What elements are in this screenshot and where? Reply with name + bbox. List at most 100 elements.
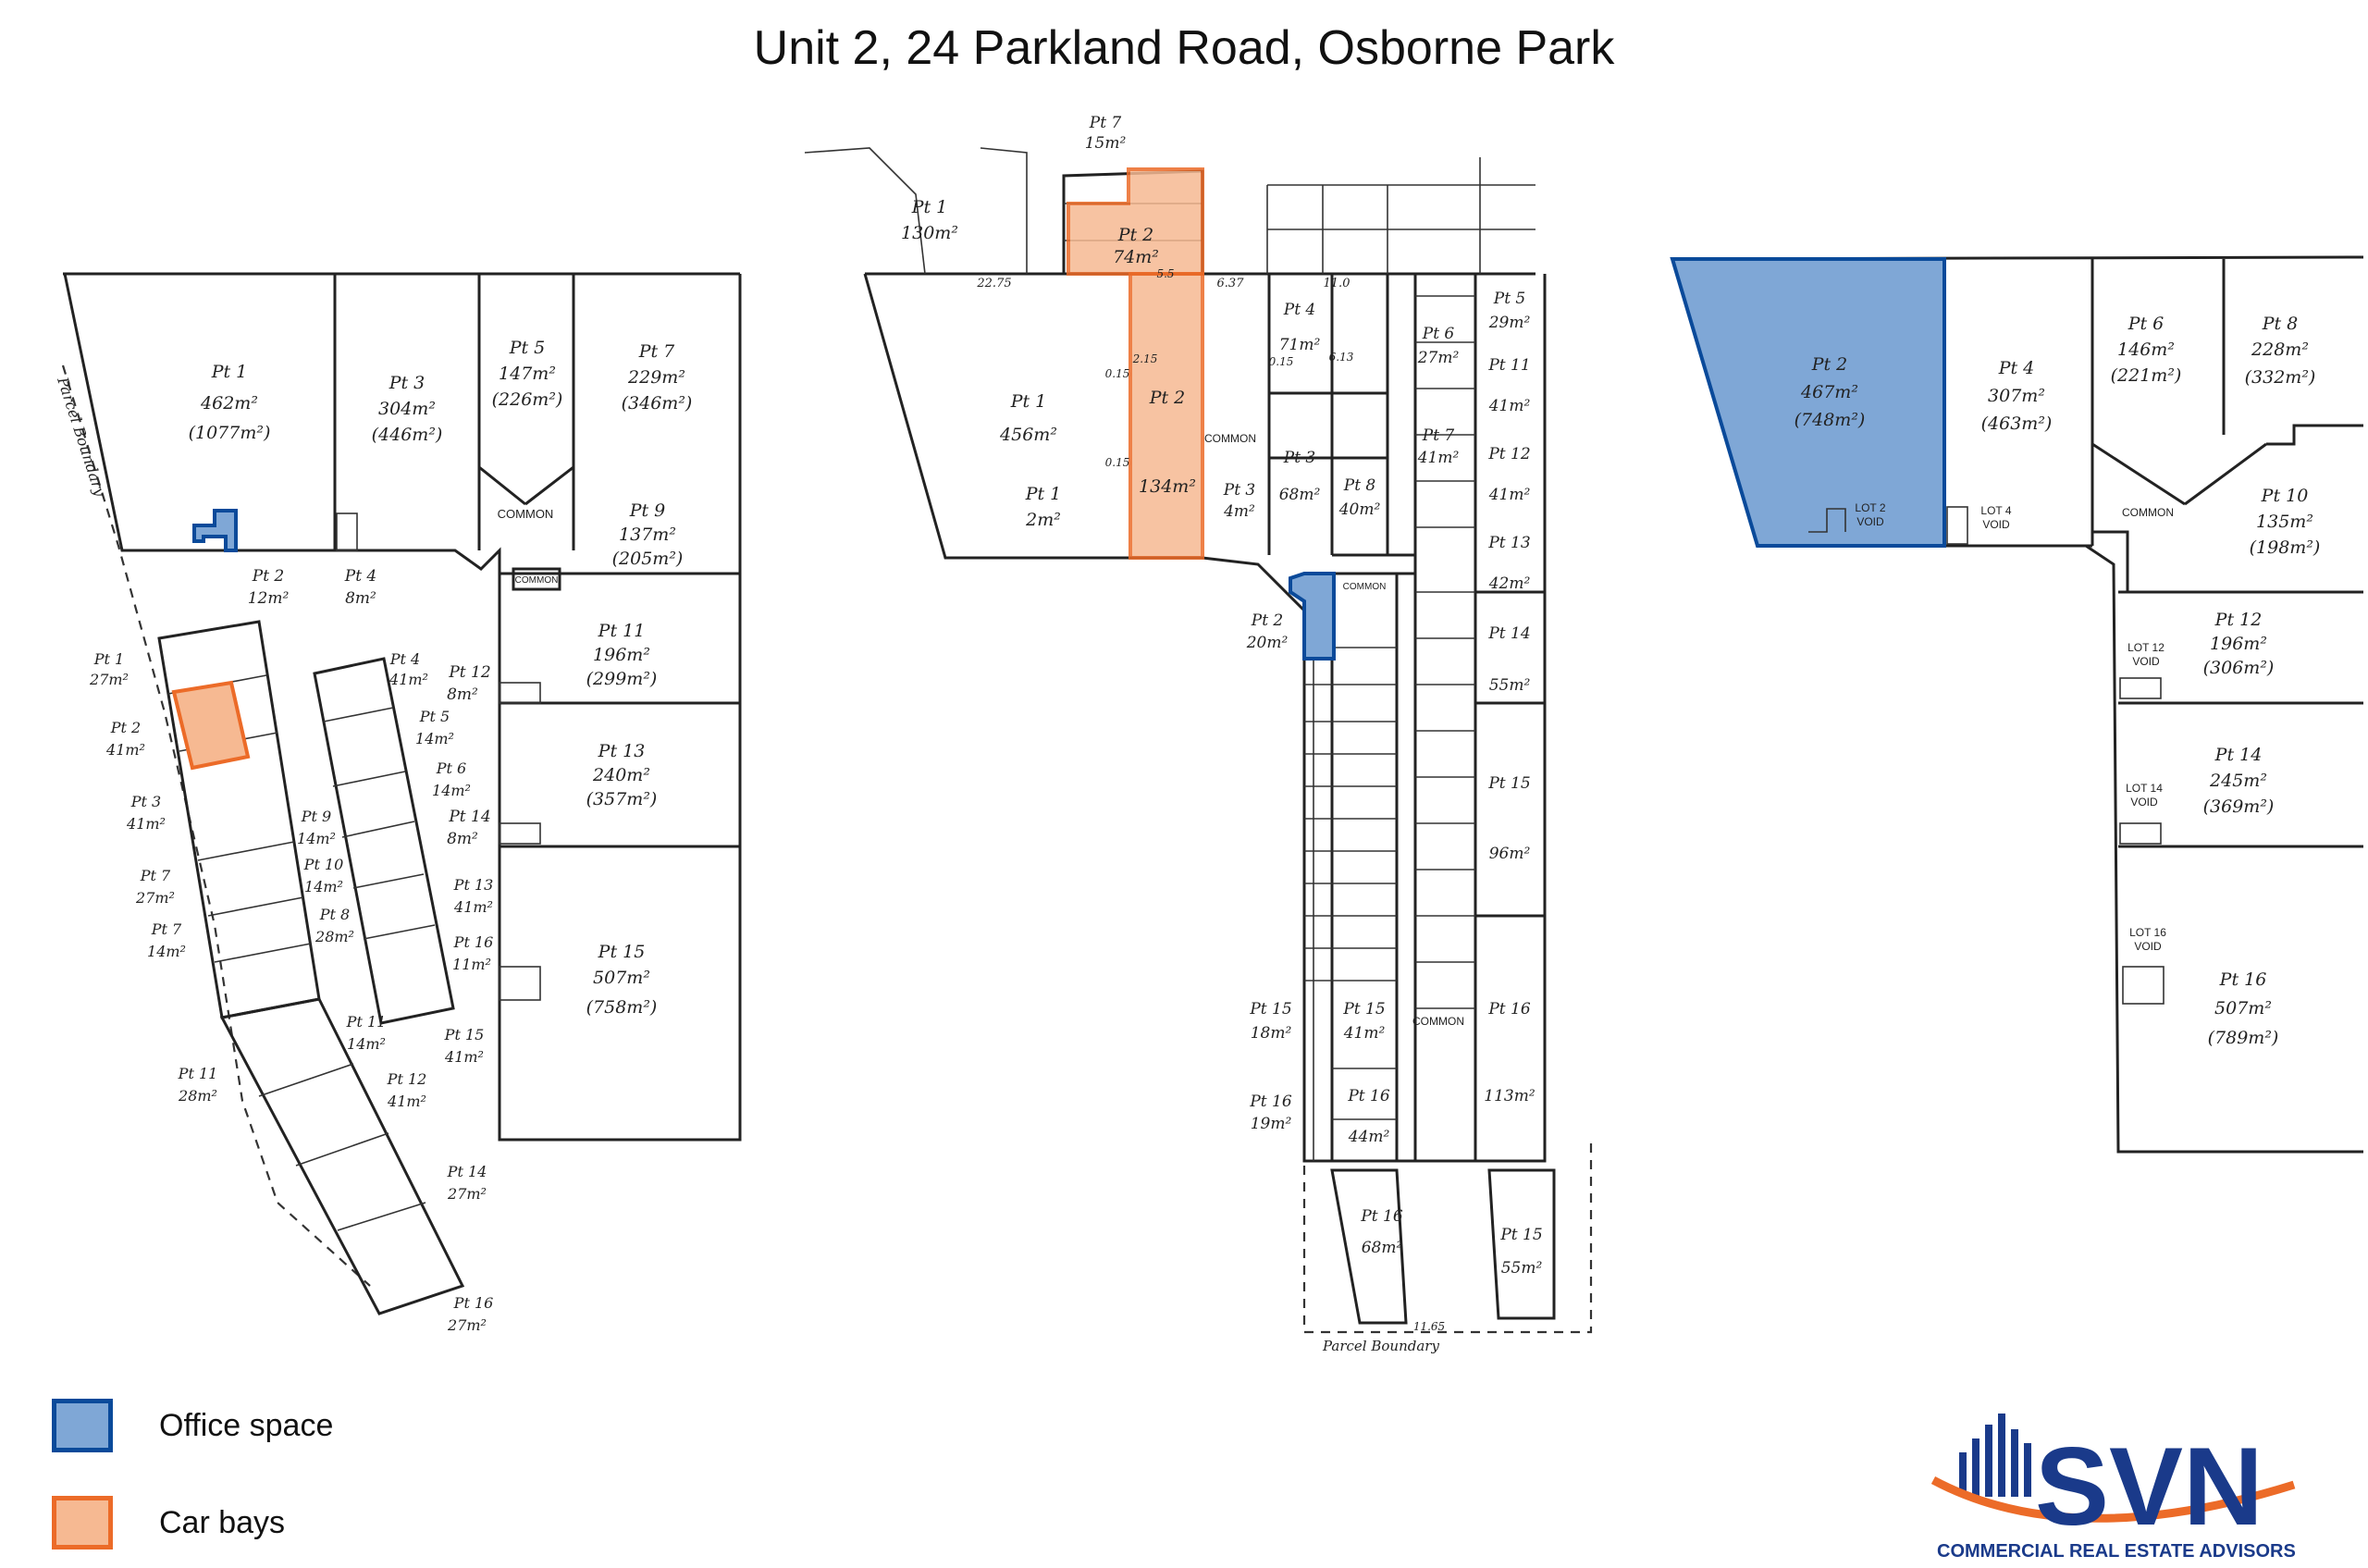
svg-text:2m²: 2m² [1025,510,1061,530]
svg-text:Pt 15: Pt 15 [598,942,646,962]
svg-text:0.15: 0.15 [1105,456,1130,469]
svg-text:LOT 2: LOT 2 [1855,501,1885,514]
svg-text:41m²: 41m² [453,898,493,916]
svg-text:44m²: 44m² [1348,1128,1390,1146]
svg-text:6.37: 6.37 [1217,277,1245,290]
svg-text:27m²: 27m² [447,1185,487,1203]
middle-plan: Parcel Boundary Pt 1 456m² Pt 1 2m² Pt 2… [804,114,1593,1354]
svg-text:(463m²): (463m²) [1981,414,2053,434]
svg-text:20m²: 20m² [1246,634,1289,652]
svg-text:27m²: 27m² [447,1316,487,1334]
svg-text:28m²: 28m² [178,1087,217,1105]
office-space-left [192,509,238,552]
legend-office-swatch [52,1399,113,1452]
svg-text:14m²: 14m² [432,782,471,799]
svg-text:245m²: 245m² [2209,771,2267,791]
svg-text:LOT 14: LOT 14 [2126,782,2163,795]
left-lot-labels: Pt 1 462m² (1077m²) Pt 3 304m² (446m²) P… [189,338,693,1018]
svg-text:Pt 15: Pt 15 [1499,1226,1542,1244]
svg-text:Pt 14: Pt 14 [447,1163,487,1180]
svg-text:Pt 1: Pt 1 [211,362,248,382]
svg-text:41m²: 41m² [126,815,166,833]
svg-text:Pt 14: Pt 14 [1487,624,1530,643]
svg-text:Pt 10: Pt 10 [2261,486,2309,506]
svg-text:LOT 4: LOT 4 [1980,504,2011,517]
svg-text:COMMON: COMMON [515,575,559,586]
svg-text:Pt 6: Pt 6 [436,759,466,777]
svg-text:196m²: 196m² [593,645,650,665]
svg-text:27m²: 27m² [1417,349,1460,367]
svg-text:135m²: 135m² [2256,512,2313,532]
svg-text:(221m²): (221m²) [2111,365,2182,386]
svg-text:Pt 13: Pt 13 [598,741,646,761]
svg-text:COMMERCIAL REAL ESTATE ADVISOR: COMMERCIAL REAL ESTATE ADVISORS [1937,1541,2296,1562]
svg-text:Pt 15: Pt 15 [1249,1000,1291,1019]
svg-text:Pt 2: Pt 2 [110,719,141,736]
svg-text:Pt 1: Pt 1 [1025,484,1062,504]
svg-text:Pt 7: Pt 7 [151,920,182,938]
svg-text:Pt 7: Pt 7 [1422,426,1455,445]
svg-text:(205m²): (205m²) [612,549,684,569]
svg-text:Pt 3: Pt 3 [388,373,426,393]
svg-text:LOT 16: LOT 16 [2129,926,2166,939]
svg-text:14m²: 14m² [297,830,336,847]
svg-text:(346m²): (346m²) [622,393,693,414]
svg-text:41m²: 41m² [105,741,145,759]
svg-text:307m²: 307m² [1988,386,2045,406]
svg-text:0.15: 0.15 [1105,367,1130,380]
svg-text:462m²: 462m² [200,393,258,414]
svg-text:Pt 3: Pt 3 [130,793,161,810]
svg-text:8m²: 8m² [447,685,478,704]
left-plan: Parcel Boundary Pt 1 462m² (1077m²) Pt 3… [54,272,742,1334]
svg-text:196m²: 196m² [2210,634,2267,654]
svg-text:Pt 12: Pt 12 [448,663,490,682]
svg-text:Pt 11: Pt 11 [598,621,646,641]
svg-text:41m²: 41m² [1488,486,1531,504]
svg-text:41m²: 41m² [1417,449,1460,467]
svg-text:Pt 7: Pt 7 [140,867,171,884]
svg-text:5.5: 5.5 [1156,267,1174,280]
svg-text:27m²: 27m² [135,889,175,907]
svg-text:(758m²): (758m²) [586,997,658,1018]
middle-lot-labels: Pt 1 456m² Pt 1 2m² Pt 2 134m² Pt 2 74m²… [901,114,1543,1278]
svg-text:(306m²): (306m²) [2203,658,2275,678]
svg-text:41m²: 41m² [1488,397,1531,415]
svg-text:Pt 14: Pt 14 [2214,745,2263,765]
svg-text:Pt 1: Pt 1 [911,197,948,217]
svg-text:Pt 1: Pt 1 [1010,391,1047,412]
svg-text:Pt 15: Pt 15 [1487,774,1530,793]
svg-text:28m²: 28m² [314,928,354,945]
svg-text:Pt 5: Pt 5 [419,708,450,725]
middle-dimensions: 22.75 6.37 11.0 0.15 0.15 0.15 2.15 6.13… [976,267,1445,1333]
svg-text:Pt 16: Pt 16 [453,933,494,951]
left-car-lot-labels: Pt 1 27m² Pt 2 41m² Pt 3 41m² Pt 4 41m² … [89,650,493,1334]
svg-text:55m²: 55m² [1501,1259,1543,1278]
svg-text:130m²: 130m² [901,223,958,243]
svg-text:71m²: 71m² [1279,336,1321,354]
svg-text:VOID: VOID [1982,518,2010,531]
svg-text:Pt 3: Pt 3 [1283,449,1316,467]
svg-text:42m²: 42m² [1488,574,1531,593]
svg-text:Pt 9: Pt 9 [629,500,666,521]
svg-text:(748m²): (748m²) [1794,410,1866,430]
svg-text:LOT 12: LOT 12 [2128,641,2164,654]
svg-text:(446m²): (446m²) [372,425,443,445]
svg-text:41m²: 41m² [444,1048,484,1066]
svg-text:Pt 6: Pt 6 [1422,325,1455,343]
svg-text:22.75: 22.75 [976,277,1011,290]
svg-text:456m²: 456m² [999,425,1057,445]
svg-text:(226m²): (226m²) [492,389,563,410]
svg-text:Pt 16: Pt 16 [1347,1087,1389,1105]
svg-text:COMMON: COMMON [1412,1015,1464,1028]
svg-text:146m²: 146m² [2117,340,2175,360]
svg-text:137m²: 137m² [619,525,676,545]
svg-text:Pt 12: Pt 12 [2214,610,2263,630]
svg-text:8m²: 8m² [345,589,376,608]
svg-text:68m²: 68m² [1362,1239,1403,1257]
svg-text:(789m²): (789m²) [2208,1028,2279,1048]
svg-text:Pt 12: Pt 12 [1487,445,1530,463]
svg-text:VOID: VOID [1856,515,1884,528]
svg-text:4m²: 4m² [1223,502,1255,521]
svg-text:55m²: 55m² [1489,676,1531,695]
